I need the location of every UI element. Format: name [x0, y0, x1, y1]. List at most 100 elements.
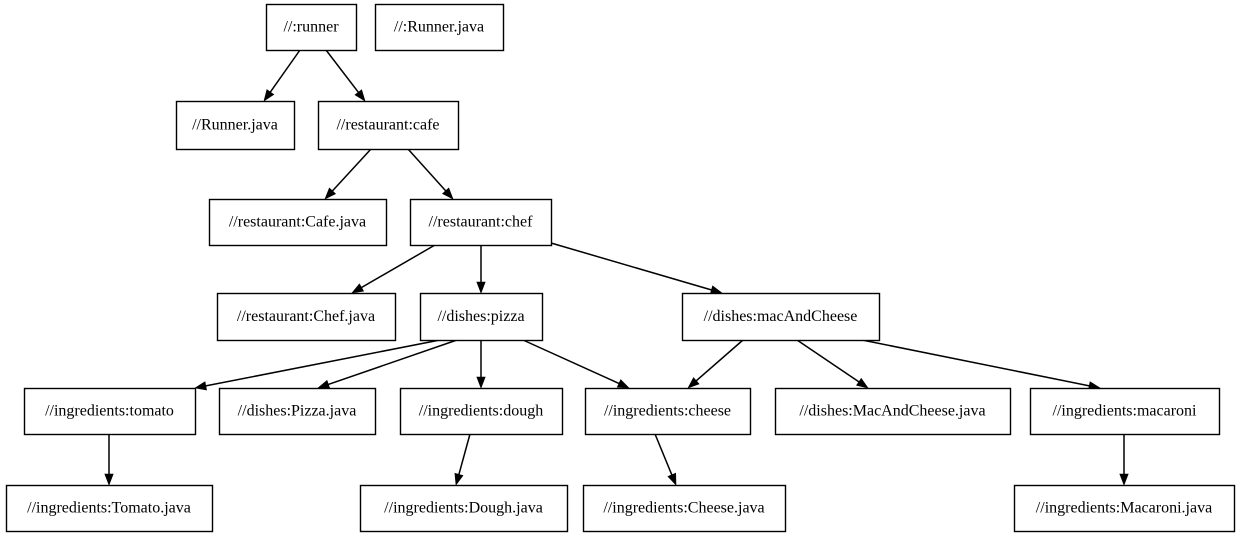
graph-edge	[687, 339, 744, 389]
edge-line	[457, 433, 471, 477]
node-label: //ingredients:dough	[419, 403, 543, 420]
edge-line	[694, 339, 744, 383]
graph-edge	[550, 242, 723, 295]
node-label: //restaurant:Cafe.java	[229, 214, 366, 231]
edge-line	[796, 339, 861, 384]
edge-line	[268, 49, 301, 95]
node-box	[419, 292, 544, 342]
arrowhead-icon	[1119, 473, 1129, 486]
arrowhead-icon	[194, 381, 207, 391]
node-label: //ingredients:Macaroni.java	[1036, 500, 1212, 517]
arrowhead-icon	[476, 281, 486, 294]
graph-edge	[194, 339, 441, 391]
node-box	[23, 387, 197, 436]
graph-edge	[1119, 434, 1129, 486]
graph-edge	[351, 244, 436, 294]
node-label: //dishes:MacAndCheese.java	[799, 403, 985, 420]
graph-node-cafe_java[interactable]: //restaurant:Cafe.java	[208, 198, 388, 247]
edge-line	[407, 148, 448, 193]
edge-line	[359, 244, 436, 290]
node-label: //ingredients:tomato	[45, 403, 174, 420]
node-box	[374, 3, 505, 52]
graph-node-pizza_java[interactable]: //dishes:Pizza.java	[218, 387, 377, 436]
edge-line	[654, 433, 674, 477]
arrowhead-icon	[263, 89, 275, 102]
node-label: //:runner	[283, 19, 339, 36]
arrowhead-icon	[324, 187, 337, 200]
node-label: //ingredients:Tomato.java	[27, 500, 191, 517]
node-box	[208, 198, 388, 247]
graph-edge	[796, 339, 869, 389]
graph-edge	[263, 49, 301, 102]
graph-node-runner_java[interactable]: //Runner.java	[175, 100, 296, 151]
graph-node-runner_java_root[interactable]: //:Runner.java	[374, 3, 505, 52]
graph-edge	[325, 49, 366, 102]
node-box	[317, 100, 460, 151]
node-box	[5, 484, 214, 533]
node-label: //dishes:pizza	[437, 308, 524, 325]
graph-node-ing_tomato[interactable]: //ingredients:tomato	[23, 387, 197, 436]
graph-node-tomato_java[interactable]: //ingredients:Tomato.java	[5, 484, 214, 533]
graph-edge	[522, 339, 630, 389]
node-box	[175, 100, 296, 151]
node-label: //restaurant:chef	[429, 214, 534, 231]
graph-node-restaurant_cafe[interactable]: //restaurant:cafe	[317, 100, 460, 151]
edges-layer	[104, 49, 1129, 486]
graph-edge	[317, 339, 458, 389]
graph-edge	[104, 434, 114, 486]
arrowhead-icon	[351, 283, 365, 294]
node-box	[681, 292, 881, 342]
arrowhead-icon	[709, 285, 723, 295]
graph-node-restaurant_chef[interactable]: //restaurant:chef	[409, 198, 553, 247]
graph-node-runner[interactable]: //:runner	[265, 3, 358, 52]
graph-node-ing_macaroni[interactable]: //ingredients:macaroni	[1029, 387, 1221, 436]
node-box	[774, 387, 1012, 436]
edge-line	[330, 148, 372, 193]
edge-line	[861, 339, 1092, 387]
node-box	[1013, 484, 1236, 533]
graph-node-macaroni_java[interactable]: //ingredients:Macaroni.java	[1013, 484, 1236, 533]
arrowhead-icon	[454, 472, 464, 486]
graph-node-dough_java[interactable]: //ingredients:Dough.java	[359, 484, 569, 533]
graph-node-ing_dough[interactable]: //ingredients:dough	[399, 387, 564, 436]
graph-edge	[324, 148, 372, 200]
graph-edge	[476, 340, 486, 389]
node-box	[1029, 387, 1221, 436]
node-label: //restaurant:cafe	[336, 117, 439, 134]
node-label: //dishes:macAndCheese	[704, 308, 858, 325]
node-label: //ingredients:Dough.java	[384, 500, 543, 517]
graph-node-cheese_java[interactable]: //ingredients:Cheese.java	[582, 484, 787, 533]
node-box	[409, 198, 553, 247]
node-box	[216, 292, 397, 342]
node-label: //ingredients:cheese	[604, 403, 731, 420]
graph-edge	[476, 245, 486, 294]
graph-edge	[861, 339, 1101, 391]
edge-line	[203, 339, 441, 388]
node-label: //restaurant:Chef.java	[237, 308, 375, 325]
node-box	[399, 387, 564, 436]
graph-node-chef_java[interactable]: //restaurant:Chef.java	[216, 292, 397, 342]
node-box	[582, 484, 787, 533]
node-label: //ingredients:macaroni	[1053, 403, 1198, 420]
graph-edge	[654, 433, 677, 486]
arrowhead-icon	[616, 379, 630, 389]
graph-edge	[454, 433, 471, 486]
graph-node-mac_java[interactable]: //dishes:MacAndCheese.java	[774, 387, 1012, 436]
graph-node-dishes_pizza[interactable]: //dishes:pizza	[419, 292, 544, 342]
arrowhead-icon	[354, 89, 366, 102]
arrowhead-icon	[317, 379, 331, 389]
edge-line	[326, 339, 458, 386]
node-label: //:Runner.java	[394, 19, 484, 36]
node-box	[218, 387, 377, 436]
edge-line	[550, 242, 714, 292]
graph-node-ing_cheese[interactable]: //ingredients:cheese	[584, 387, 752, 436]
arrowhead-icon	[856, 377, 869, 389]
node-label: //dishes:Pizza.java	[238, 403, 357, 420]
nodes-layer: //:runner //:Runner.java //Runner.java //re…	[5, 3, 1236, 533]
arrowhead-icon	[104, 473, 114, 486]
arrowhead-icon	[441, 187, 454, 200]
graph-node-dishes_mac[interactable]: //dishes:macAndCheese	[681, 292, 881, 342]
edge-line	[325, 49, 361, 95]
graph-edge	[407, 148, 454, 200]
